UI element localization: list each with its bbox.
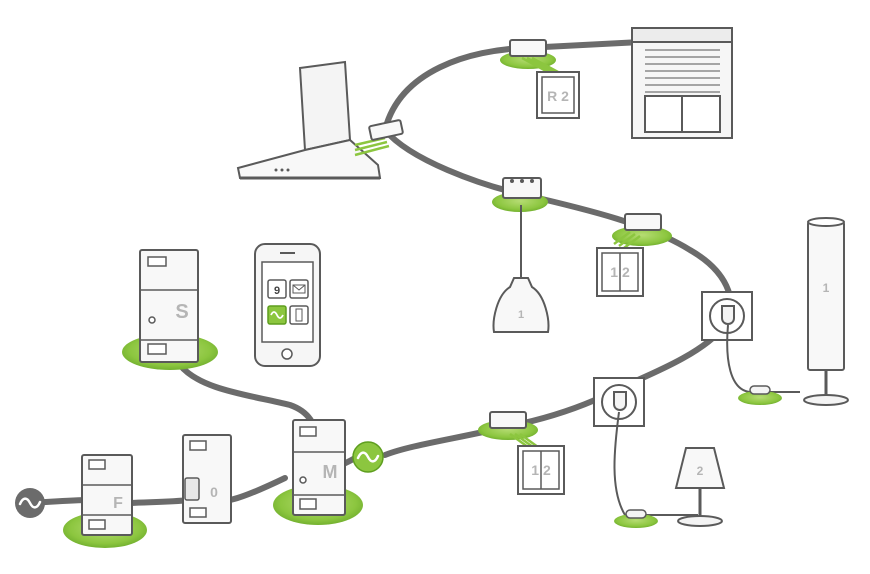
- cord-switch-pad-lower: [614, 514, 658, 528]
- table-lamp-cord: [613, 411, 698, 516]
- din-module-s: S: [122, 249, 218, 370]
- remote-icon: [295, 308, 303, 322]
- pendant-module: [492, 177, 548, 212]
- wave-icon: [270, 311, 284, 319]
- calendar-icon: 9: [274, 285, 280, 297]
- circuit-breaker: 0: [182, 434, 232, 524]
- pendant-lamp: 1: [492, 277, 550, 333]
- phone-tile-mail: [289, 279, 309, 299]
- ac-wave-badge-grey: [15, 488, 45, 518]
- phone-tile-calendar: 9: [267, 279, 287, 299]
- phone-tile-remote: [289, 305, 309, 325]
- shutter-switch: R 2: [536, 71, 580, 119]
- floor-lamp-cord: [726, 324, 800, 393]
- breaker-label: 0: [210, 484, 218, 500]
- phone-tile-wave: [267, 305, 287, 325]
- module-s-label: S: [175, 301, 188, 323]
- mail-icon: [292, 284, 306, 294]
- cord-switch-upper: [749, 385, 771, 395]
- table-lamp: 2: [674, 447, 726, 527]
- range-hood: [236, 60, 382, 180]
- smartphone: 9: [254, 243, 321, 367]
- shutter-switch-label: R 2: [547, 88, 569, 104]
- cord-switch-lower: [625, 509, 647, 519]
- switch-module-bottom: [478, 411, 543, 452]
- switch-bottom-label: 1 2: [531, 462, 551, 478]
- module-m-label: M: [323, 462, 338, 482]
- cord-switch-pad-upper: [738, 391, 782, 405]
- floor-lamp: 1: [803, 217, 849, 406]
- module-f-label: F: [113, 495, 123, 512]
- hood-module: [354, 119, 404, 157]
- bus-cable: [127, 497, 193, 506]
- pendant-lamp-label: 1: [518, 309, 524, 321]
- switch-module-middle: [612, 213, 672, 249]
- floor-lamp-label: 1: [823, 281, 830, 295]
- bus-cable: [382, 127, 734, 403]
- switch-middle-label: 1 2: [610, 264, 630, 280]
- bus-cable: [227, 475, 288, 503]
- switch-middle: 1 2: [596, 247, 644, 297]
- ac-wave-badge-green: [352, 441, 384, 473]
- shutter-module: [500, 39, 559, 74]
- din-module-f: F: [63, 454, 147, 548]
- roller-shutter: [631, 27, 733, 139]
- switch-bottom: 1 2: [517, 445, 565, 495]
- din-module-m: M: [273, 419, 363, 525]
- table-lamp-label: 2: [697, 464, 704, 478]
